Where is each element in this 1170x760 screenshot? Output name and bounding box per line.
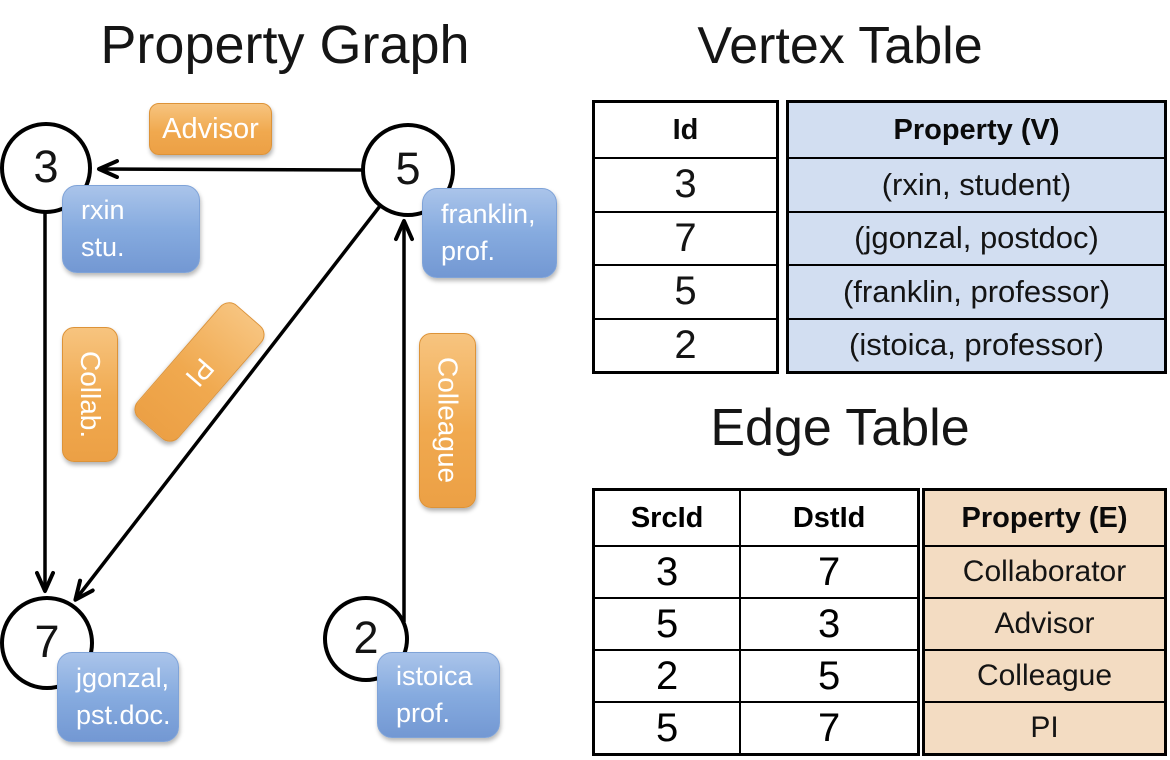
vertex-table-property-cell: (jgonzal, postdoc): [789, 210, 1164, 264]
vertex-property-line: pst.doc.: [76, 700, 171, 730]
vertex-table-id-column: Id 3 7 5 2: [592, 100, 779, 374]
property-graph-title: Property Graph: [100, 15, 470, 75]
vertex-property-box-jgonzal: jgonzal, pst.doc.: [57, 652, 179, 742]
vertex-property-line: jgonzal,: [76, 662, 170, 693]
vertex-property-box-franklin: franklin, prof.: [422, 188, 557, 278]
edge-table-src-cell: 5: [595, 599, 742, 649]
vertex-property-box-istoica: istoica prof.: [377, 652, 500, 738]
vertex-table-property-cell: (franklin, professor): [789, 264, 1164, 318]
edge-advisor-5-to-3: [97, 159, 364, 180]
vertex-property-line: prof.: [441, 236, 496, 266]
edge-label-collaborator: Collab.: [62, 327, 118, 462]
edge-table-header-row: SrcId DstId: [595, 491, 917, 545]
node-id-7: 7: [34, 615, 60, 667]
edge-table-src-cell: 2: [595, 651, 742, 701]
edge-table-srcdst-columns: SrcId DstId 3 7 5 3 2 5 5 7: [592, 488, 920, 756]
vertex-table-id-cell: 5: [595, 264, 776, 318]
edge-table-src-cell: 5: [595, 703, 742, 753]
edge-table-property-cell: PI: [925, 701, 1164, 753]
vertex-property-line: prof.: [396, 698, 451, 728]
edge-table-dst-header: DstId: [792, 501, 866, 534]
vertex-property-line: istoica: [396, 660, 473, 691]
edge-table-row: 5 3: [595, 597, 917, 649]
vertex-table-id-cell: 3: [595, 157, 776, 211]
edge-label-advisor: Advisor: [149, 103, 272, 155]
vertex-table-id-cell: 2: [595, 317, 776, 372]
edge-pi-5-to-7: [73, 204, 382, 602]
edge-table-property-cell: Collaborator: [925, 545, 1164, 597]
vertex-property-line: rxin: [81, 194, 125, 225]
edge-table-property-cell: Colleague: [925, 649, 1164, 701]
edge-table-dst-cell: 7: [817, 705, 841, 750]
vertex-property-box-rxin: rxin stu.: [62, 185, 200, 273]
node-id-3: 3: [33, 140, 59, 192]
vertex-property-line: franklin,: [441, 198, 536, 229]
edge-table-dst-cell: 5: [817, 653, 841, 698]
edge-table-row: 2 5: [595, 649, 917, 701]
edge-table-property-header: Property (E): [925, 491, 1164, 545]
edge-table-row: 5 7: [595, 701, 917, 753]
edge-table-property-cell: Advisor: [925, 597, 1164, 649]
vertex-property-line: stu.: [81, 232, 125, 262]
vertex-table-property-cell: (rxin, student): [789, 157, 1164, 211]
vertex-table-title: Vertex Table: [697, 17, 983, 75]
edge-table-src-header: SrcId: [595, 491, 742, 545]
edge-table-dst-cell: 7: [817, 549, 841, 594]
node-id-2: 2: [353, 611, 379, 663]
vertex-table-property-cell: (istoica, professor): [789, 317, 1164, 371]
edge-table-dst-cell: 3: [817, 601, 841, 646]
vertex-table-id-cell: 7: [595, 210, 776, 265]
edge-table-property-column: Property (E) Collaborator Advisor Collea…: [922, 488, 1167, 756]
vertex-table-property-header: Property (V): [789, 103, 1164, 157]
vertex-table-id-header: Id: [672, 113, 699, 146]
edge-label-colleague: Colleague: [419, 333, 476, 508]
edge-table-row: 3 7: [595, 545, 917, 597]
vertex-table-property-column: Property (V) (rxin, student) (jgonzal, p…: [786, 100, 1167, 374]
edge-table-title: Edge Table: [710, 399, 970, 457]
edge-table-src-cell: 3: [595, 547, 742, 597]
node-id-5: 5: [395, 142, 421, 194]
